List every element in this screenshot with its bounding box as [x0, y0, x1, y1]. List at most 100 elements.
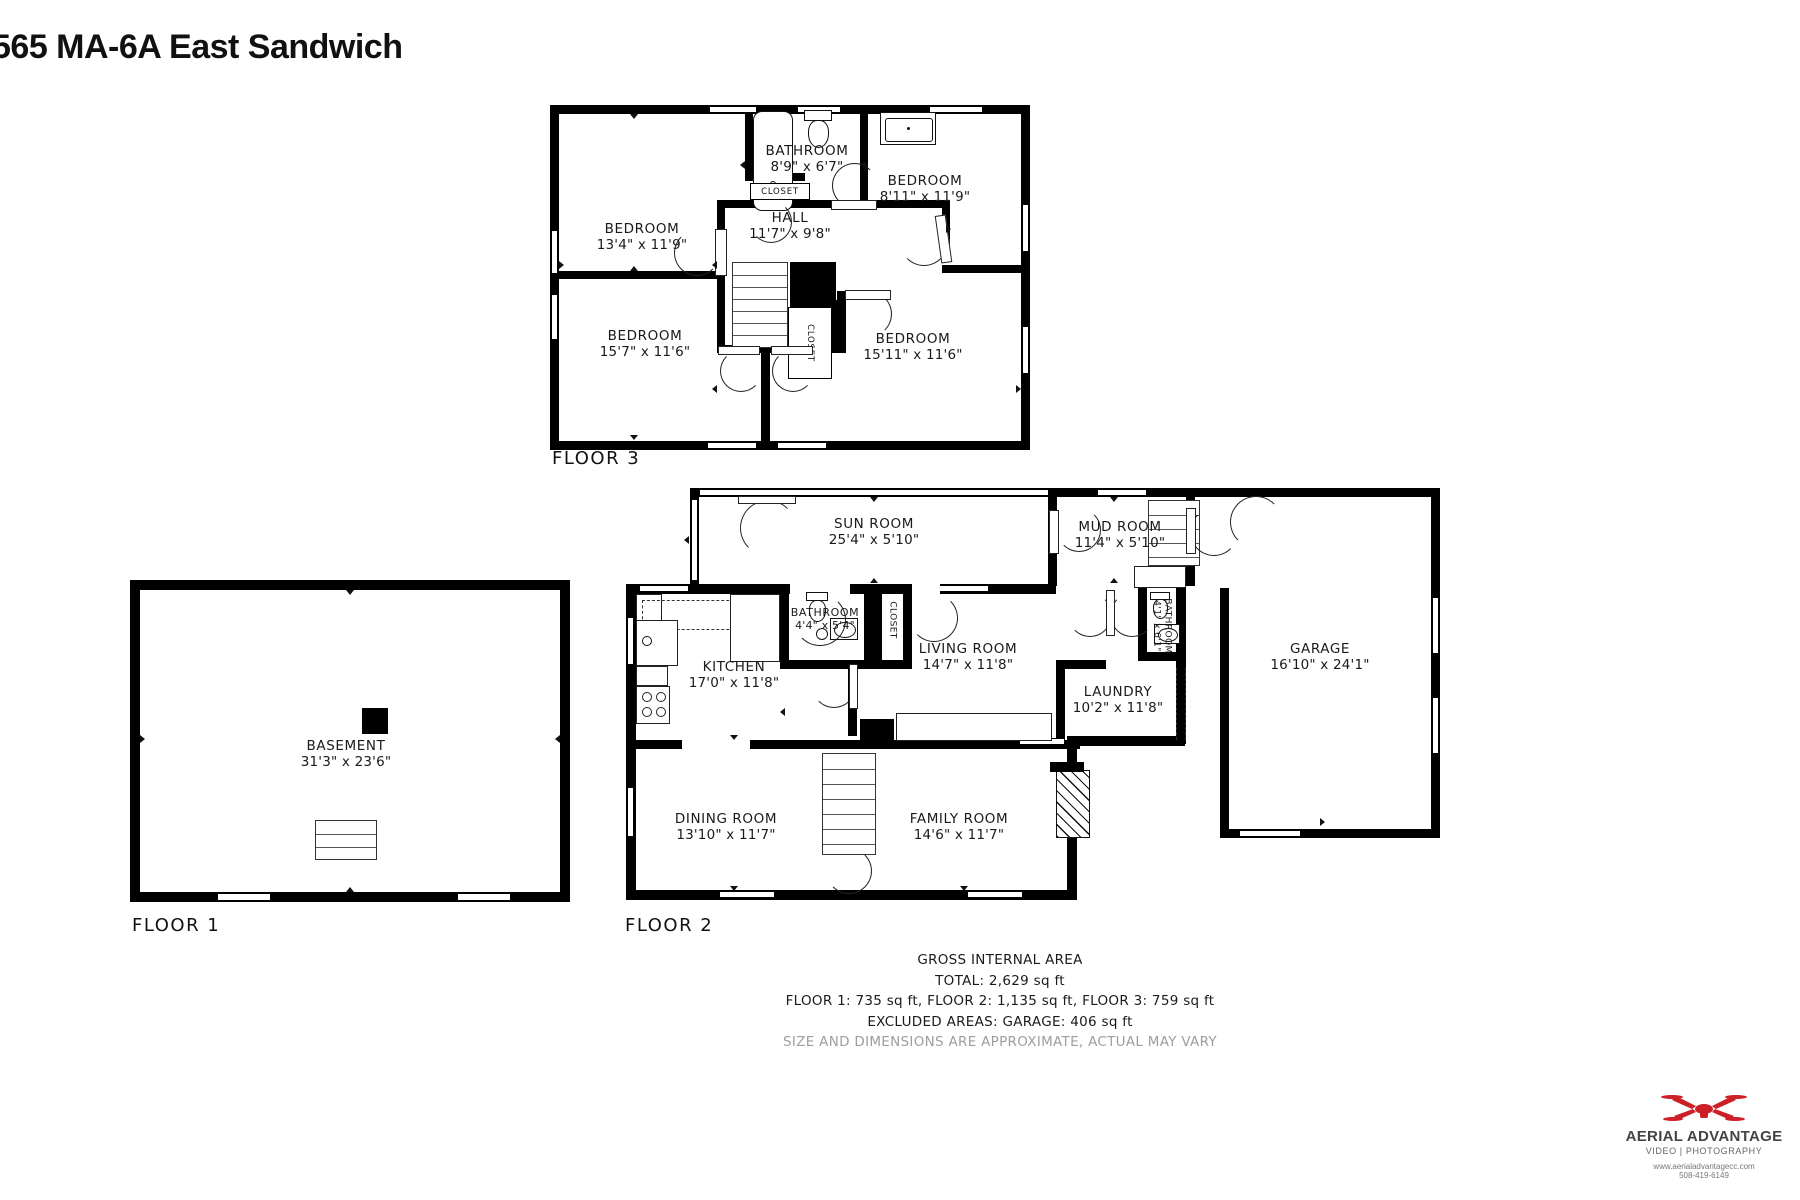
staircase-basement: [315, 820, 377, 860]
room-label-bedroom-sw: BEDROOM 15'7" x 11'6": [599, 328, 691, 360]
dim-tick: [630, 435, 638, 440]
dim-tick: [555, 735, 560, 743]
window-mudroom-top: [1098, 489, 1146, 496]
summary-disclaimer: SIZE AND DIMENSIONS ARE APPROXIMATE, ACT…: [783, 1034, 1217, 1051]
room-label-bedroom-se: BEDROOM 15'11" x 11'6": [863, 331, 963, 363]
wall-exterior-left: [130, 580, 140, 902]
staircase-floor3: [732, 262, 788, 348]
wall-closet-right: [903, 584, 912, 668]
drone-icon: [1604, 1088, 1800, 1128]
window-house-bottom-right: [968, 891, 1022, 898]
summary-excluded: EXCLUDED AREAS: GARAGE: 406 sq ft: [867, 1013, 1133, 1030]
door-swing-sunroom: [740, 500, 796, 556]
dim-tick: [712, 261, 717, 269]
window-left-lower: [551, 295, 558, 339]
window-right-lower: [1022, 327, 1029, 373]
door-swing-closet-lower: [772, 350, 814, 392]
window-garage-bottom: [1240, 830, 1300, 837]
floor-2-plan: SUN ROOM 25'4" x 5'10" MUD ROOM 11'4" x …: [620, 488, 1440, 900]
dim-tick: [863, 161, 868, 169]
door-leaf-closet-lower: [771, 346, 813, 355]
door-leaf-bedroom-nw: [715, 229, 727, 276]
wall-bath-right: [864, 584, 873, 668]
room-label-dining-room: DINING ROOM 13'10" x 11'7": [674, 811, 778, 843]
floor-3-caption: FLOOR 3: [552, 448, 641, 469]
wall-bath2-bottom: [1138, 652, 1186, 661]
door-swing-garage-entry: [1230, 496, 1282, 548]
wall-bath2-right: [1176, 588, 1185, 660]
dim-tick: [1320, 818, 1325, 826]
wall-house-right-upper: [1176, 584, 1186, 744]
wall-fireplace-surround: [1050, 762, 1084, 772]
dim-tick: [559, 261, 564, 269]
wall-bath-bottom: [780, 660, 912, 669]
summary-heading: GROSS INTERNAL AREA: [917, 952, 1083, 968]
dim-tick: [630, 266, 638, 271]
dim-tick: [684, 536, 689, 544]
column-basement: [362, 708, 388, 734]
sink-icon: [880, 112, 936, 145]
wall-exterior-bottom: [130, 892, 570, 902]
window-left-upper: [551, 231, 558, 273]
archway-laundry: [1176, 668, 1186, 740]
door-swing-closet-hall: [750, 201, 792, 243]
window-sunroom-top: [700, 489, 1050, 496]
door-swing-family-bottom: [826, 848, 872, 894]
dim-tick: [740, 161, 745, 169]
stove-icon: [636, 686, 670, 724]
door-swing-bedroom-sw: [720, 350, 762, 392]
dim-tick: [730, 735, 738, 740]
window-basement-bottom-right: [458, 893, 510, 901]
wall-interior-v-closet-right: [828, 300, 837, 353]
wall-garage-bottom: [1220, 829, 1440, 838]
wall-garage-top: [1195, 488, 1440, 497]
room-label-basement: BASEMENT 31'3" x 23'6": [300, 738, 392, 770]
window-basement-bottom-left: [218, 893, 270, 901]
wall-interior-v-bath-right: [860, 105, 868, 208]
wall-interior-v-lower-right: [837, 291, 846, 353]
wall-house-right-connector: [1067, 736, 1185, 746]
dim-tick: [946, 225, 951, 233]
door-leaf-kitchen-dining: [849, 664, 858, 709]
door-swing-laundry-right: [1110, 593, 1154, 637]
opening-sunroom-kitchen: [790, 584, 850, 594]
laundry-counter: [896, 713, 1052, 741]
wall-interior-h-right-mid: [942, 265, 1030, 273]
room-label-kitchen: KITCHEN 17'0" x 11'8": [688, 659, 780, 691]
door-swing-bathroom: [832, 163, 877, 208]
logo-phone: 508-419-6149: [1679, 1171, 1729, 1180]
dim-tick: [1110, 578, 1118, 583]
door-leaf-bedroom-se: [845, 290, 891, 300]
window-right-upper: [1022, 205, 1029, 251]
kitchen-fridge-icon: [636, 666, 668, 686]
opening-hall-living: [912, 584, 940, 594]
dim-tick: [780, 708, 785, 716]
wall-closet-left: [873, 584, 882, 668]
window-sunroom-left: [691, 500, 698, 580]
door-leaf-bedroom-sw: [718, 346, 760, 355]
door-leaf-laundry: [1106, 590, 1115, 636]
room-label-laundry: LAUNDRY 10'2" x 11'8": [1072, 684, 1164, 716]
window-house-left-lower: [627, 788, 634, 836]
window-house-top-left: [640, 585, 688, 592]
summary-breakdown: FLOOR 1: 735 sq ft, FLOOR 2: 1,135 sq ft…: [785, 993, 1215, 1010]
wall-kitchen-bottom: [626, 740, 682, 749]
kitchen-sink-icon: [642, 636, 652, 646]
wall-exterior-right: [560, 580, 570, 902]
dim-tick: [730, 886, 738, 891]
column-center-stair: [860, 719, 894, 749]
wall-exterior-top: [130, 580, 570, 590]
door-swing-kitchen-sunroom: [794, 594, 846, 646]
window-house-left-upper: [627, 618, 634, 664]
wall-laundry-top: [1056, 660, 1106, 669]
sink-icon-bath2: [1154, 624, 1180, 644]
fireplace-icon: [1056, 770, 1090, 838]
door-leaf-sunroom: [738, 496, 796, 504]
floor-3-plan: CLOSET CLOSET: [550, 105, 1030, 450]
door-leaf-mudroom-left: [1049, 510, 1059, 554]
door-leaf-bathroom: [831, 200, 877, 210]
dim-tick: [870, 578, 878, 583]
dim-tick: [140, 735, 145, 743]
page-title: 565 MA-6A East Sandwich: [0, 28, 403, 66]
window-garage-right-lower: [1432, 698, 1439, 753]
